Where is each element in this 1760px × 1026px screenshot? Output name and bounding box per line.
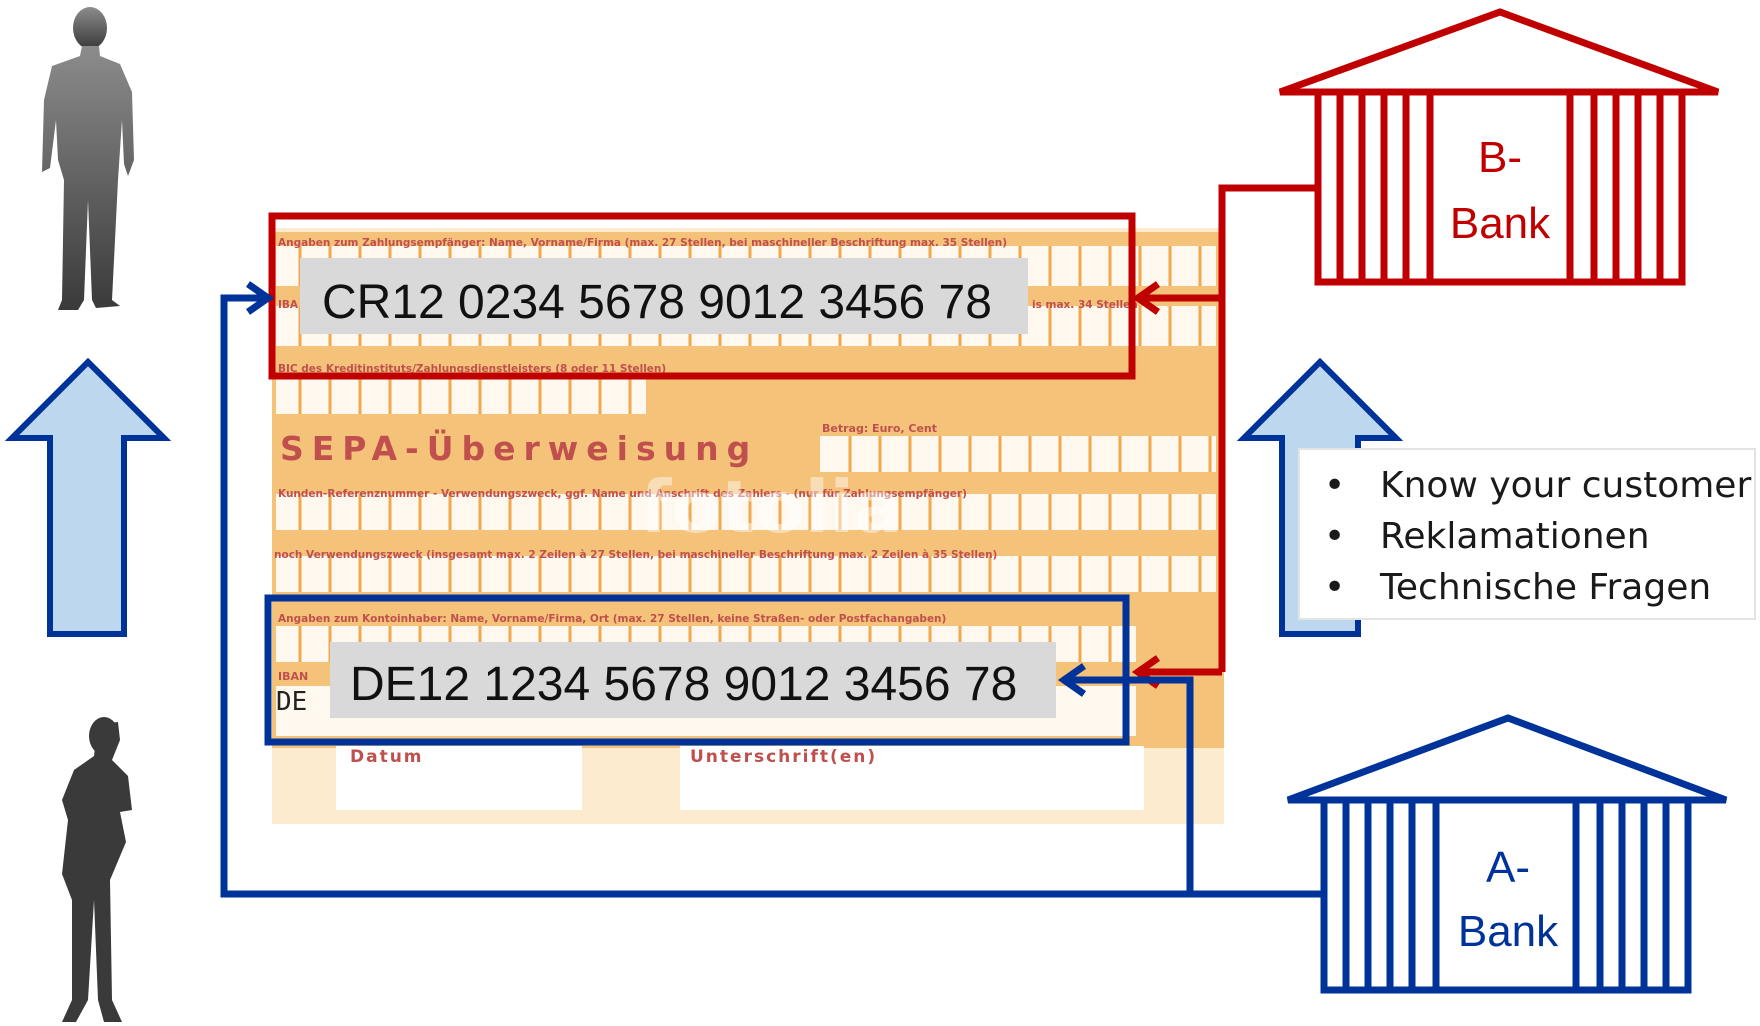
recipient-iban-text: CR12 0234 5678 9012 3456 78	[322, 276, 992, 329]
bank-b-label-line2: Bank	[1450, 199, 1551, 248]
kyc-responsibility-list: •Know your customer •Reklamationen •Tech…	[1298, 448, 1756, 620]
form-label-iban-suffix: is max. 34 Stellen	[1032, 299, 1138, 311]
form-label-iban-short: IBA	[278, 299, 299, 311]
list-item-label: Reklamationen	[1380, 516, 1650, 557]
form-label-account-holder: Angaben zum Kontoinhaber: Name, Vorname/…	[278, 613, 946, 625]
form-label-date: Datum	[350, 747, 424, 767]
form-label-recipient: Angaben zum Zahlungsempfänger: Name, Vor…	[278, 237, 1007, 249]
list-item-label: Technische Fragen	[1380, 567, 1711, 608]
upward-arrow-left	[12, 362, 164, 634]
payer-iban-text: DE12 1234 5678 9012 3456 78	[350, 658, 1017, 711]
list-item: •Know your customer	[1324, 460, 1754, 511]
form-label-iban: IBAN	[278, 670, 308, 683]
form-label-signature: Unterschrift(en)	[690, 747, 877, 767]
form-label-purpose: noch Verwendungszweck (insgesamt max. 2 …	[274, 549, 997, 561]
bank-b-label-line1: B-	[1478, 133, 1522, 182]
list-item: •Reklamationen	[1324, 511, 1754, 562]
businesswoman-icon	[62, 717, 132, 1022]
businessman-icon	[42, 7, 134, 310]
form-watermark: fotolia	[640, 465, 903, 549]
bank-a-label-line2: Bank	[1458, 907, 1559, 956]
form-title: SEPA-Überweisung	[280, 428, 758, 468]
form-iban-prefix: DE	[276, 687, 307, 717]
form-label-amount: Betrag: Euro, Cent	[822, 422, 937, 435]
bank-a-label-line1: A-	[1486, 843, 1530, 892]
list-item: •Technische Fragen	[1324, 562, 1754, 613]
list-item-label: Know your customer	[1380, 465, 1751, 506]
